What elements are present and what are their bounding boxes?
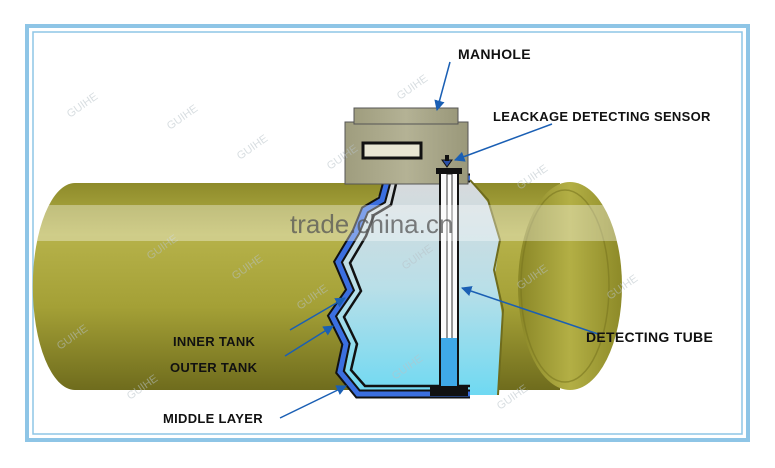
svg-text:GUIHE: GUIHE bbox=[395, 73, 430, 103]
svg-text:GUIHE: GUIHE bbox=[235, 133, 270, 163]
label-detecting-tube: DETECTING TUBE bbox=[586, 329, 713, 345]
inner-frame bbox=[32, 31, 743, 435]
label-middle-layer: MIDDLE LAYER bbox=[163, 411, 263, 426]
label-leakage-sensor: LEACKAGE DETECTING SENSOR bbox=[493, 109, 711, 124]
leakage-sensor bbox=[441, 155, 453, 168]
svg-text:GUIHE: GUIHE bbox=[165, 103, 200, 133]
label-outer-tank: OUTER TANK bbox=[170, 360, 258, 375]
site-watermark: trade.china.cn bbox=[35, 205, 740, 241]
inner-tank-wall bbox=[342, 183, 470, 388]
tank-end-cap bbox=[518, 182, 622, 390]
cutaway-interior bbox=[336, 180, 503, 395]
outer-frame bbox=[25, 24, 750, 442]
detecting-tube bbox=[430, 168, 468, 396]
leader-lines bbox=[279, 61, 599, 419]
svg-text:trade.china.cn: trade.china.cn bbox=[290, 209, 453, 239]
svg-text:GUIHE: GUIHE bbox=[65, 91, 100, 121]
label-inner-tank: INNER TANK bbox=[173, 334, 256, 349]
label-manhole: MANHOLE bbox=[458, 46, 531, 62]
